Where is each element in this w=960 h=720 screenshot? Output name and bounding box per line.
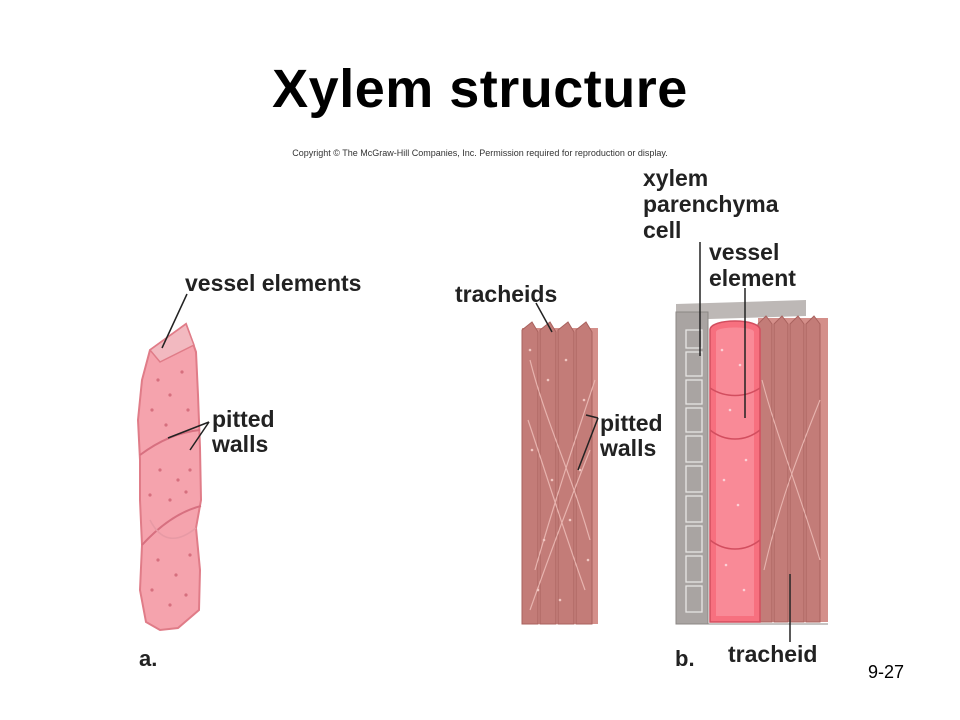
xylem-block <box>675 242 828 642</box>
label-element: element <box>709 265 796 291</box>
label-pitted-a: pitted <box>212 406 275 432</box>
label-xylem: xylem <box>643 165 709 191</box>
label-tracheids: tracheids <box>455 281 558 307</box>
slide-number: 9-27 <box>867 662 904 682</box>
tracheids-bundle <box>521 302 599 625</box>
label-pitted-b: pitted <box>600 410 663 436</box>
label-vessel: vessel <box>709 239 780 265</box>
label-walls-a: walls <box>212 431 269 457</box>
label-vessel-elements: vessel elements <box>185 270 362 296</box>
slide-title: Xylem structure <box>272 59 688 119</box>
label-tracheid: tracheid <box>728 641 818 667</box>
vessel-elements-column <box>136 293 210 632</box>
panel-letter-b: b. <box>675 646 695 671</box>
copyright-notice: Copyright © The McGraw-Hill Companies, I… <box>292 148 668 158</box>
label-cell: cell <box>643 217 682 243</box>
label-parenchyma: parenchyma <box>643 191 779 217</box>
panel-letter-a: a. <box>139 646 158 671</box>
label-walls-b: walls <box>600 435 657 461</box>
